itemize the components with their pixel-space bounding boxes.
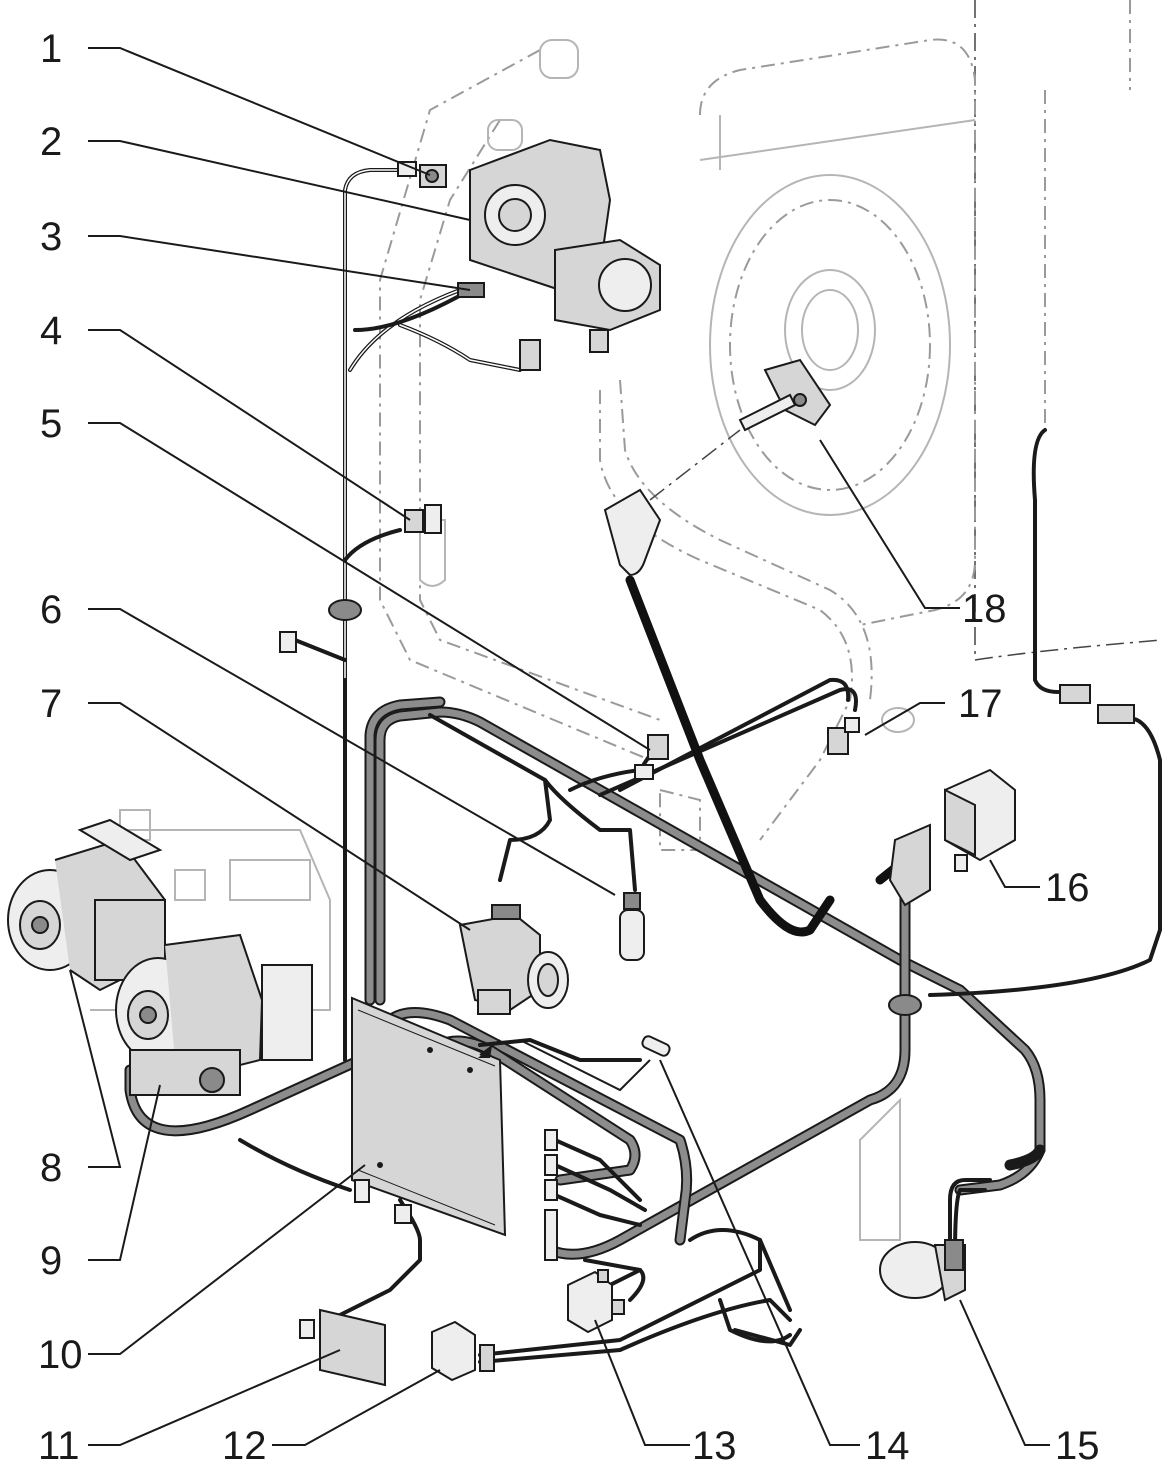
item-16-ignition-transformer bbox=[888, 768, 1016, 907]
item-2-gas-valve-assembly bbox=[469, 138, 661, 353]
item-10-control-board bbox=[351, 996, 651, 1237]
callout-2: 2 bbox=[40, 120, 62, 164]
item-6-sensor bbox=[619, 892, 645, 961]
item-13-block bbox=[567, 1269, 625, 1334]
item-3-connector bbox=[457, 282, 541, 371]
callout-14: 14 bbox=[865, 1424, 910, 1468]
callout-12: 12 bbox=[222, 1424, 267, 1468]
right-connector-pair bbox=[1059, 684, 1135, 724]
callout-10: 10 bbox=[38, 1333, 83, 1377]
board-connectors bbox=[354, 1129, 558, 1261]
callout-9: 9 bbox=[40, 1239, 62, 1283]
item-11-pcb bbox=[299, 1308, 386, 1387]
item-15-flow-sensor bbox=[879, 1239, 966, 1302]
thin-wires bbox=[238, 168, 1162, 1364]
item-9-pump bbox=[115, 933, 313, 1096]
callout-15: 15 bbox=[1055, 1424, 1100, 1468]
callout-13: 13 bbox=[692, 1424, 737, 1468]
callout-1: 1 bbox=[40, 27, 62, 71]
callout-3: 3 bbox=[40, 215, 62, 259]
item-12-connector-block bbox=[431, 1320, 495, 1382]
item-17-sensor bbox=[827, 707, 915, 755]
grommets bbox=[279, 599, 922, 1016]
item-4-sensor bbox=[404, 504, 442, 534]
item-1-sensor bbox=[397, 161, 447, 188]
leader-lines bbox=[69, 47, 1050, 1446]
callout-6: 6 bbox=[40, 588, 62, 632]
callout-16: 16 bbox=[1045, 866, 1090, 910]
callout-11: 11 bbox=[38, 1424, 80, 1468]
item-18-electrode bbox=[738, 358, 832, 432]
item-7-valve bbox=[458, 904, 569, 1015]
item-8-pump bbox=[7, 818, 167, 992]
boiler-outline-ghost bbox=[80, 0, 1162, 1241]
main-harness bbox=[124, 696, 1046, 1260]
callout-17: 17 bbox=[958, 682, 1003, 726]
callout-8: 8 bbox=[40, 1146, 62, 1190]
callout-18: 18 bbox=[962, 587, 1007, 631]
callout-numbers: 1 2 3 4 5 6 7 8 9 10 11 12 13 14 15 16 1… bbox=[38, 27, 1100, 1468]
callout-5: 5 bbox=[40, 402, 62, 446]
callout-7: 7 bbox=[40, 682, 62, 726]
item-5-connector bbox=[634, 734, 669, 780]
callout-4: 4 bbox=[40, 309, 62, 353]
item-14-fuse bbox=[641, 1035, 802, 1347]
